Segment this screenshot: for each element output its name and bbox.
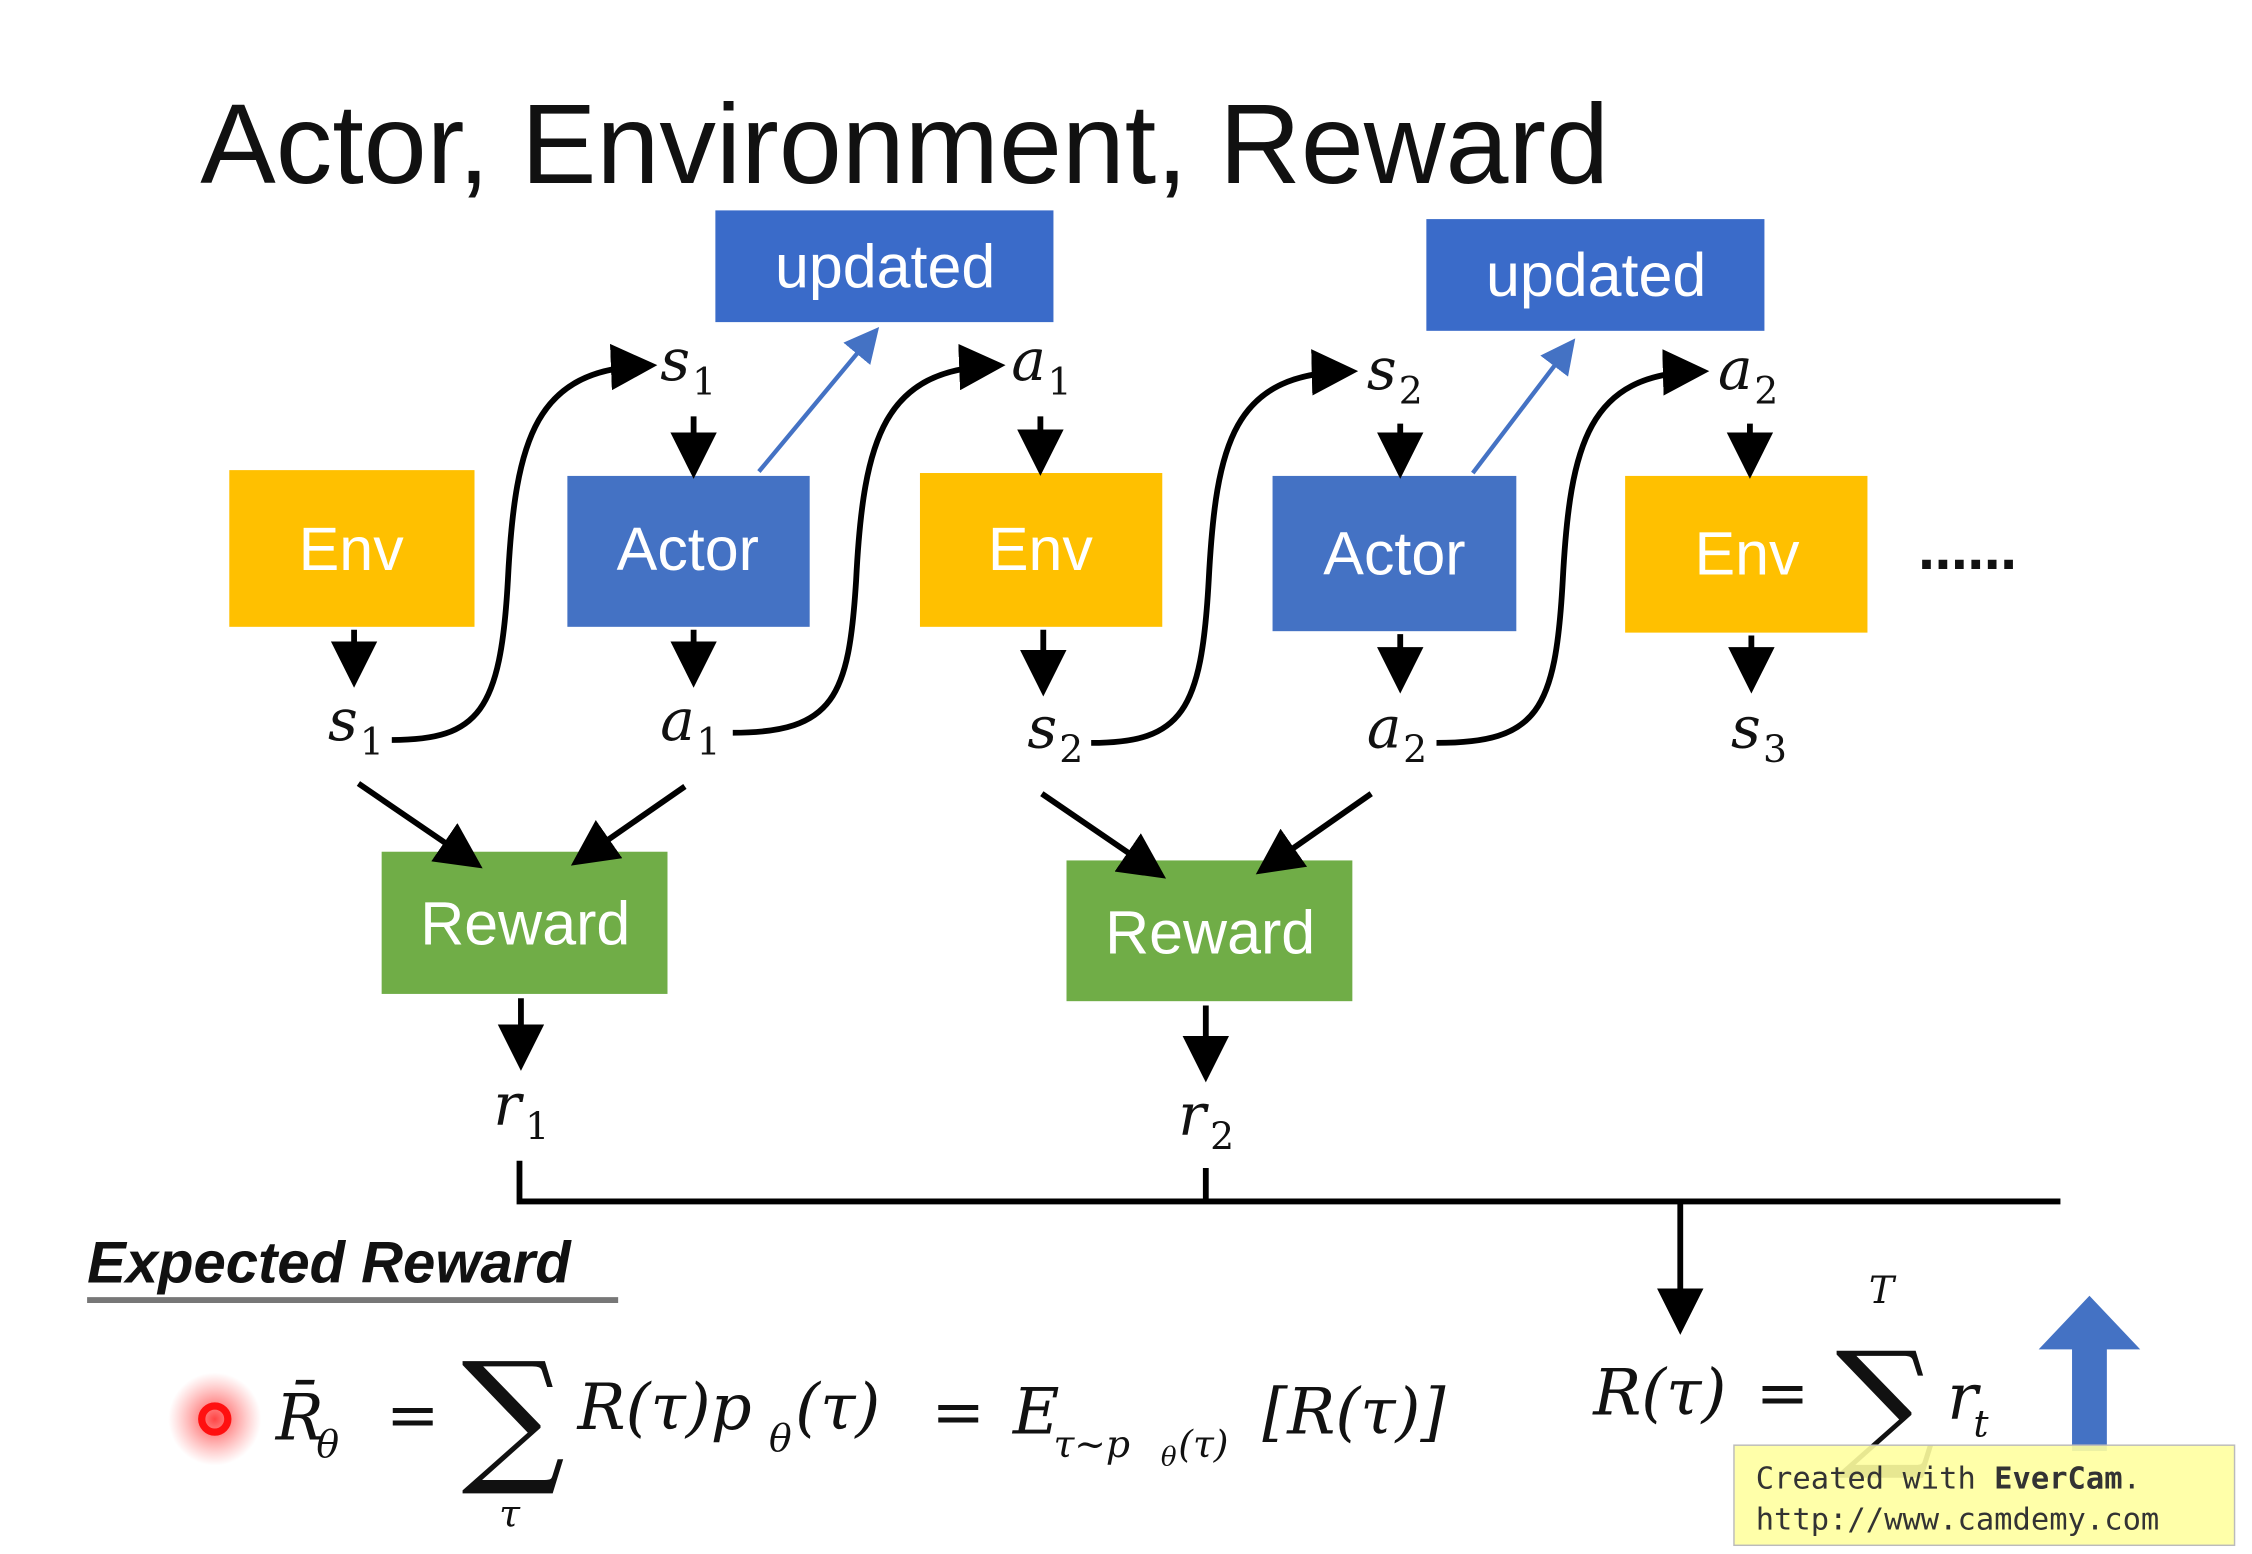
svg-text:1: 1 (360, 720, 384, 764)
svg-text:Env: Env (1695, 520, 1801, 588)
actor-box-1: Actor (567, 475, 810, 627)
svg-text:θ: θ (769, 1416, 792, 1460)
svg-text:2: 2 (1754, 368, 1778, 412)
svg-text:1: 1 (697, 720, 721, 764)
svg-text:T: T (1869, 1268, 1897, 1312)
svg-text:3: 3 (1763, 727, 1787, 771)
increase-arrow-icon (2038, 1295, 2141, 1451)
env-box-2: Env (919, 473, 1163, 627)
env-box-1: Env (229, 470, 475, 627)
expected-reward-formula: R̄ θ = ∑ τ R(τ)p θ (τ) = E τ~p θ (τ) [R(… (275, 1331, 1446, 1535)
svg-text:Reward: Reward (420, 890, 630, 958)
svg-text:updated: updated (1486, 241, 1706, 309)
updated-box-2: updated (1426, 219, 1765, 331)
svg-text:t: t (1973, 1401, 1989, 1445)
evercam-watermark: Created with EverCam. http://www.camdemy… (1733, 1444, 2236, 1547)
svg-text:s: s (1731, 693, 1761, 761)
svg-text:2: 2 (1399, 368, 1423, 412)
svg-text:=: = (1756, 1357, 1809, 1431)
svg-text:http://www.camdemy.com: http://www.camdemy.com (1756, 1502, 2160, 1537)
svg-text:R̄: R̄ (275, 1380, 324, 1456)
svg-text:τ: τ (499, 1491, 521, 1535)
slide-title: Actor, Environment, Reward (200, 81, 1609, 207)
svg-text:a: a (660, 686, 695, 754)
ellipsis: …… (1918, 523, 2017, 581)
svg-text:Actor: Actor (617, 515, 759, 583)
svg-text:[R(τ)]: [R(τ)] (1262, 1376, 1445, 1450)
svg-text:1: 1 (692, 360, 716, 404)
svg-text:Created with EverCam.: Created with EverCam. (1756, 1462, 2141, 1497)
expected-reward-heading: Expected Reward (87, 1231, 572, 1296)
svg-text:θ: θ (1161, 1442, 1177, 1472)
svg-text:Env: Env (299, 515, 405, 583)
svg-text:(τ): (τ) (1178, 1422, 1228, 1466)
svg-text:R(τ)p: R(τ)p (577, 1371, 752, 1445)
svg-text:Actor: Actor (1323, 520, 1465, 588)
laser-pointer (168, 1372, 262, 1466)
svg-text:=: = (932, 1376, 985, 1450)
reward-box-1: Reward (381, 851, 668, 994)
svg-text:s: s (660, 326, 690, 394)
svg-text:=: = (386, 1378, 439, 1452)
svg-text:r: r (493, 1071, 524, 1139)
svg-text:θ: θ (316, 1422, 339, 1466)
svg-text:s: s (1367, 335, 1397, 403)
svg-text:updated: updated (775, 232, 995, 300)
svg-text:1: 1 (1048, 360, 1072, 404)
svg-text:2: 2 (1059, 727, 1083, 771)
svg-text:r: r (1947, 1361, 1981, 1435)
flow-arrows (330, 327, 2061, 1335)
svg-text:1: 1 (525, 1104, 549, 1148)
svg-text:a: a (1367, 693, 1402, 761)
svg-text:τ~p: τ~p (1053, 1422, 1130, 1466)
reward-box-2: Reward (1066, 860, 1353, 1002)
svg-text:(τ): (τ) (795, 1371, 880, 1445)
svg-text:s: s (1027, 693, 1057, 761)
svg-text:R(τ): R(τ) (1592, 1357, 1726, 1431)
svg-text:a: a (1011, 326, 1046, 394)
svg-text:r: r (1178, 1081, 1209, 1149)
env-box-3: Env (1625, 475, 1868, 633)
svg-text:2: 2 (1403, 727, 1427, 771)
actor-box-2: Actor (1272, 475, 1517, 632)
svg-text:a: a (1718, 335, 1753, 403)
svg-text:E: E (1012, 1376, 1060, 1450)
svg-text:2: 2 (1210, 1114, 1234, 1158)
svg-text:Reward: Reward (1105, 898, 1315, 966)
svg-text:Env: Env (988, 515, 1094, 583)
updated-box-1: updated (715, 210, 1054, 323)
svg-text:∑: ∑ (461, 1331, 565, 1500)
svg-text:s: s (328, 686, 358, 754)
